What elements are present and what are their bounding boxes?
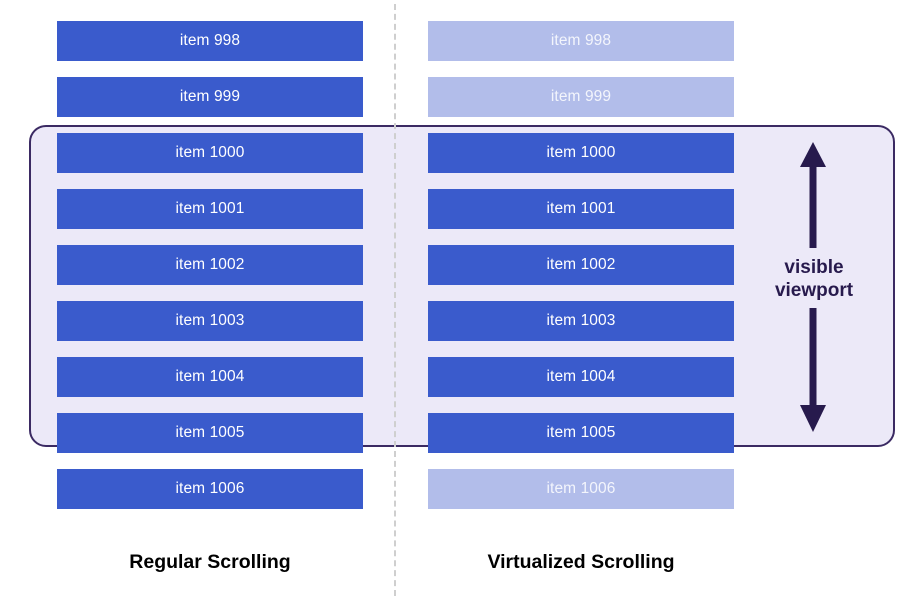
- double-headed-vertical-arrow-icon: [800, 142, 826, 432]
- list-item[interactable]: item 1002: [428, 245, 734, 285]
- list-item[interactable]: item 1006: [57, 469, 363, 509]
- column-divider: [394, 4, 396, 596]
- list-item[interactable]: item 1005: [428, 413, 734, 453]
- list-item[interactable]: item 998: [57, 21, 363, 61]
- viewport-annotation: visible viewport: [744, 125, 884, 447]
- list-item[interactable]: item 998: [428, 21, 734, 61]
- viewport-label: visible viewport: [744, 256, 884, 302]
- viewport-label-line-2: viewport: [774, 280, 854, 301]
- list-item[interactable]: item 1004: [57, 357, 363, 397]
- list-item[interactable]: item 1003: [428, 301, 734, 341]
- list-item[interactable]: item 1003: [57, 301, 363, 341]
- viewport-label-line-1: visible: [784, 257, 844, 278]
- list-item[interactable]: item 1005: [57, 413, 363, 453]
- caption-virtualized-scrolling: Virtualized Scrolling: [487, 551, 675, 573]
- list-item[interactable]: item 999: [428, 77, 734, 117]
- list-item[interactable]: item 1000: [428, 133, 734, 173]
- caption-regular-scrolling: Regular Scrolling: [129, 551, 291, 573]
- list-item[interactable]: item 999: [57, 77, 363, 117]
- list-item[interactable]: item 1000: [57, 133, 363, 173]
- list-item[interactable]: item 1001: [57, 189, 363, 229]
- list-item[interactable]: item 1006: [428, 469, 734, 509]
- list-item[interactable]: item 1002: [57, 245, 363, 285]
- list-item[interactable]: item 1001: [428, 189, 734, 229]
- list-item[interactable]: item 1004: [428, 357, 734, 397]
